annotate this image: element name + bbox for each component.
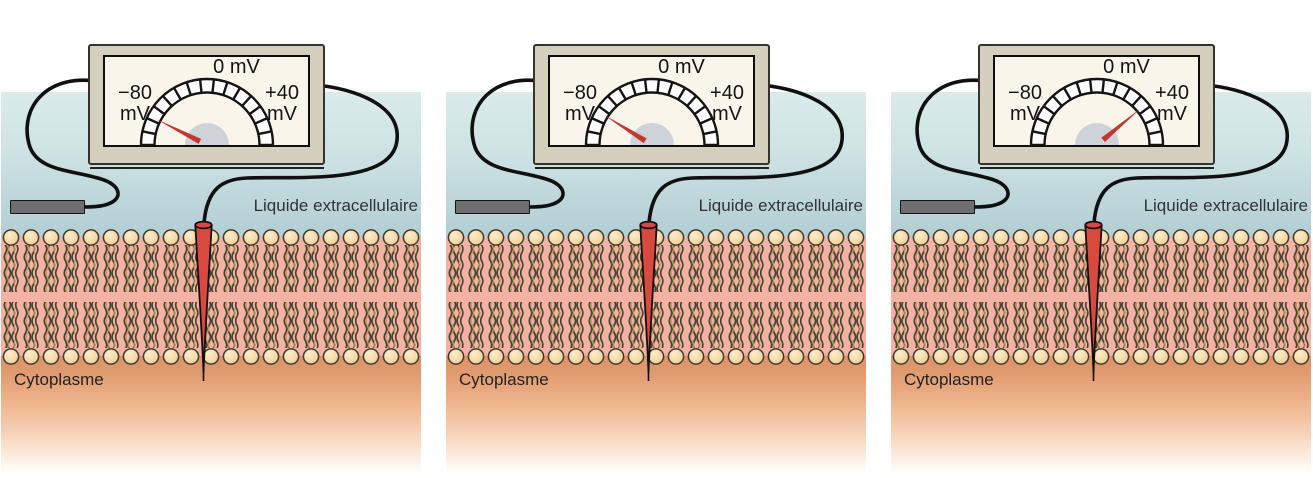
recording-microelectrode [194, 220, 213, 381]
reference-electrode [455, 200, 530, 214]
recording-microelectrode [639, 220, 658, 381]
cytoplasm-region [446, 352, 866, 473]
phospholipid-bilayer [891, 229, 1311, 365]
reference-wire [25, 78, 120, 209]
recording-wire [1092, 82, 1289, 225]
cytoplasm-region [891, 352, 1311, 473]
recording-microelectrode [1084, 220, 1103, 381]
phospholipid-bilayer [1, 229, 421, 365]
electrode-wires [25, 78, 399, 225]
reference-wire [915, 78, 1010, 209]
label-cytoplasm: Cytoplasme [904, 370, 994, 389]
voltmeter-dial [584, 77, 720, 145]
label-extracellular: Liquide extracellulaire [698, 196, 863, 215]
reference-electrode [900, 200, 975, 214]
label-cytoplasm: Cytoplasme [14, 370, 104, 389]
voltmeter-dial [139, 77, 275, 145]
electrode-wires [915, 78, 1289, 225]
scale-label-zero: 0 mV [658, 56, 705, 78]
recording-wire [647, 82, 844, 225]
electrode-wires [470, 78, 844, 225]
recording-wire [202, 82, 399, 225]
scale-label-zero: 0 mV [213, 56, 260, 78]
scale-label-zero: 0 mV [1103, 56, 1150, 78]
label-extracellular: Liquide extracellulaire [1143, 196, 1308, 215]
voltmeter-dial [1029, 77, 1165, 145]
label-extracellular: Liquide extracellulaire [253, 196, 418, 215]
phospholipid-bilayer [446, 229, 866, 365]
label-cytoplasm: Cytoplasme [459, 370, 549, 389]
cytoplasm-region [1, 352, 421, 473]
reference-electrode [10, 200, 85, 214]
reference-wire [470, 78, 565, 209]
